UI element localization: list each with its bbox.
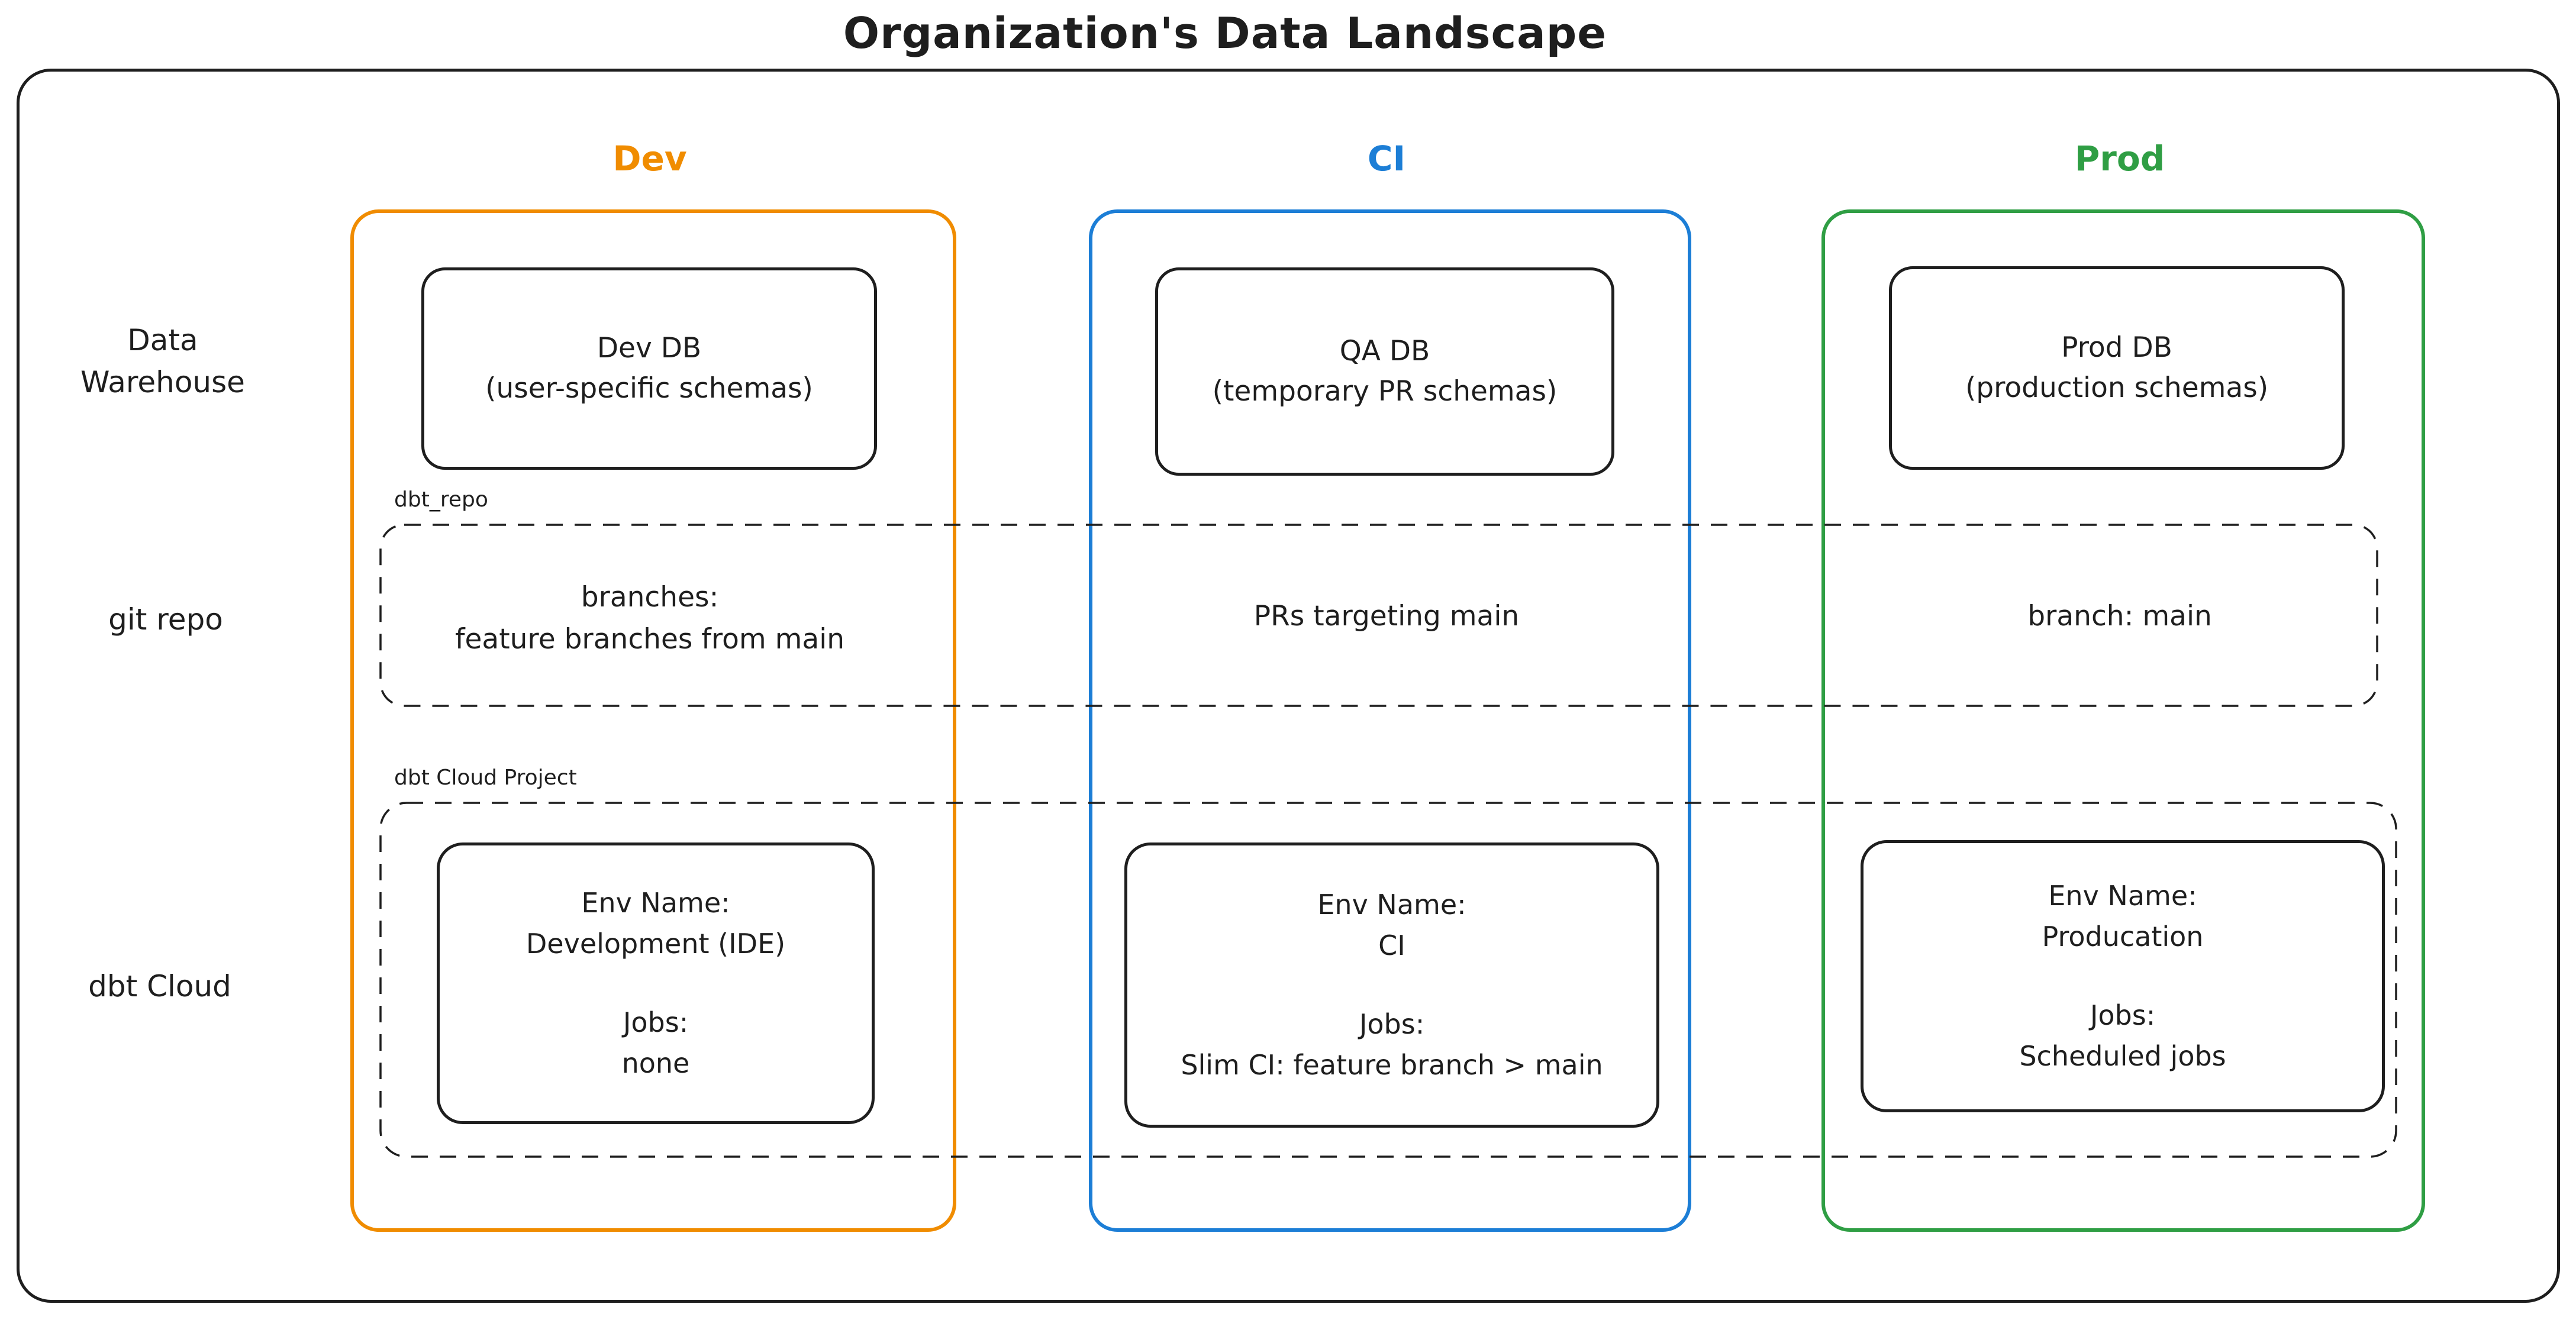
ci-env-label: Env Name: [1317, 889, 1466, 921]
prod-db-name: Prod DB [2061, 331, 2172, 364]
dev-db-box: Dev DB (user-specific schemas) [421, 267, 877, 470]
dbt-cloud-project-label: dbt Cloud Project [394, 766, 577, 790]
prod-column-header: Prod [2074, 138, 2165, 179]
ci-jobs-label: Jobs: [1359, 1008, 1425, 1040]
row-label-dbt-cloud: dbt Cloud [88, 969, 231, 1003]
page-title: Organization's Data Landscape [843, 8, 1607, 58]
qa-db-name: QA DB [1339, 334, 1430, 367]
prod-git-cell: branch: main [2027, 600, 2212, 632]
dev-git-line2: feature branches from main [454, 622, 845, 656]
prod-jobs-value: Scheduled jobs [2019, 1040, 2226, 1072]
landscape-frame [17, 69, 2560, 1303]
dev-env-box: Env Name: Development (IDE) Jobs: none [437, 843, 875, 1124]
dev-jobs-label: Jobs: [623, 1006, 689, 1038]
ci-jobs-value: Slim CI: feature branch > main [1181, 1049, 1603, 1081]
dev-db-schemas: (user-specific schemas) [485, 372, 813, 405]
qa-db-schemas: (temporary PR schemas) [1212, 375, 1558, 408]
prod-env-label: Env Name: [2048, 880, 2197, 912]
dev-git-line1: branches: [581, 581, 719, 614]
dev-db-name: Dev DB [597, 331, 702, 364]
row-label-data-warehouse: Data Warehouse [24, 319, 302, 404]
ci-env-name: CI [1378, 929, 1405, 961]
prod-jobs-label: Jobs: [2090, 999, 2156, 1031]
ci-column-header: CI [1367, 138, 1406, 179]
prod-env-box: Env Name: Producation Jobs: Scheduled jo… [1861, 840, 2385, 1112]
dev-git-cell: branches: feature branches from main [350, 577, 949, 660]
prod-db-schemas: (production schemas) [1965, 372, 2269, 404]
dev-column-header: Dev [612, 138, 687, 179]
ci-env-box: Env Name: CI Jobs: Slim CI: feature bran… [1124, 843, 1659, 1128]
prod-env-name: Producation [2042, 921, 2204, 953]
dev-env-label: Env Name: [581, 887, 730, 919]
ci-column-box [1089, 209, 1691, 1232]
ci-git-cell: PRs targeting main [1253, 600, 1520, 632]
dev-env-name: Development (IDE) [525, 928, 786, 960]
row-label-git-repo: git repo [108, 602, 223, 637]
row-label-data-warehouse-line1: Data [127, 323, 198, 357]
dbt-repo-label: dbt_repo [394, 488, 488, 512]
prod-column-box [1821, 209, 2425, 1232]
qa-db-box: QA DB (temporary PR schemas) [1155, 267, 1614, 476]
row-label-data-warehouse-line2: Warehouse [80, 365, 245, 399]
dev-jobs-value: none [621, 1047, 690, 1079]
prod-db-box: Prod DB (production schemas) [1889, 266, 2345, 470]
dev-column-box [350, 209, 956, 1232]
